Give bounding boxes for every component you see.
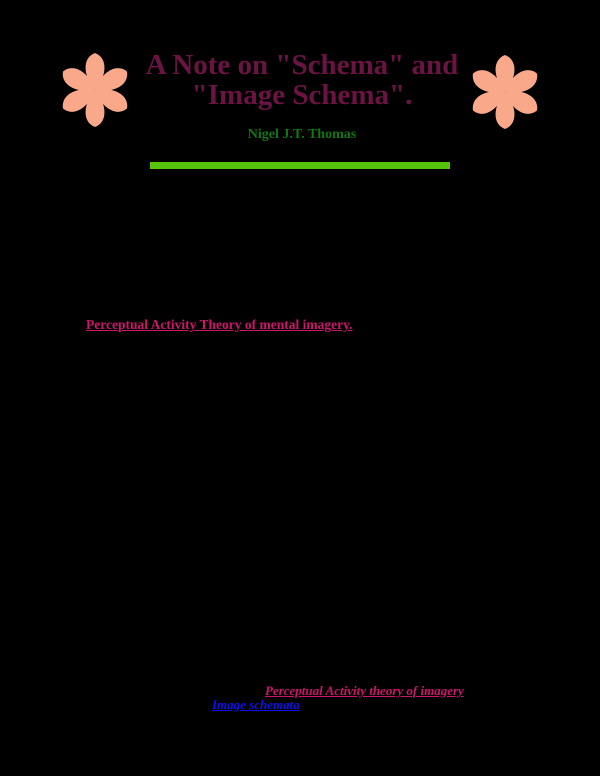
divider-rule bbox=[150, 162, 450, 169]
page-title-line-2: "Image Schema". bbox=[191, 79, 413, 111]
author-byline: Nigel J.T. Thomas bbox=[247, 127, 357, 142]
link-perceptual-activity-theory-of-mental-imagery[interactable]: Perceptual Activity Theory of mental ima… bbox=[86, 317, 353, 332]
flower-icon-left bbox=[62, 53, 128, 127]
link-perceptual-activity-theory-of-imagery[interactable]: Perceptual Activity theory of imagery bbox=[265, 683, 464, 698]
page-title: A Note on "Schema" and "Image Schema". bbox=[140, 50, 464, 110]
link-image-schemata[interactable]: Image schemata bbox=[212, 697, 300, 712]
page-title-line-1: A Note on "Schema" and bbox=[145, 49, 459, 81]
flower-icon-right bbox=[472, 55, 538, 129]
